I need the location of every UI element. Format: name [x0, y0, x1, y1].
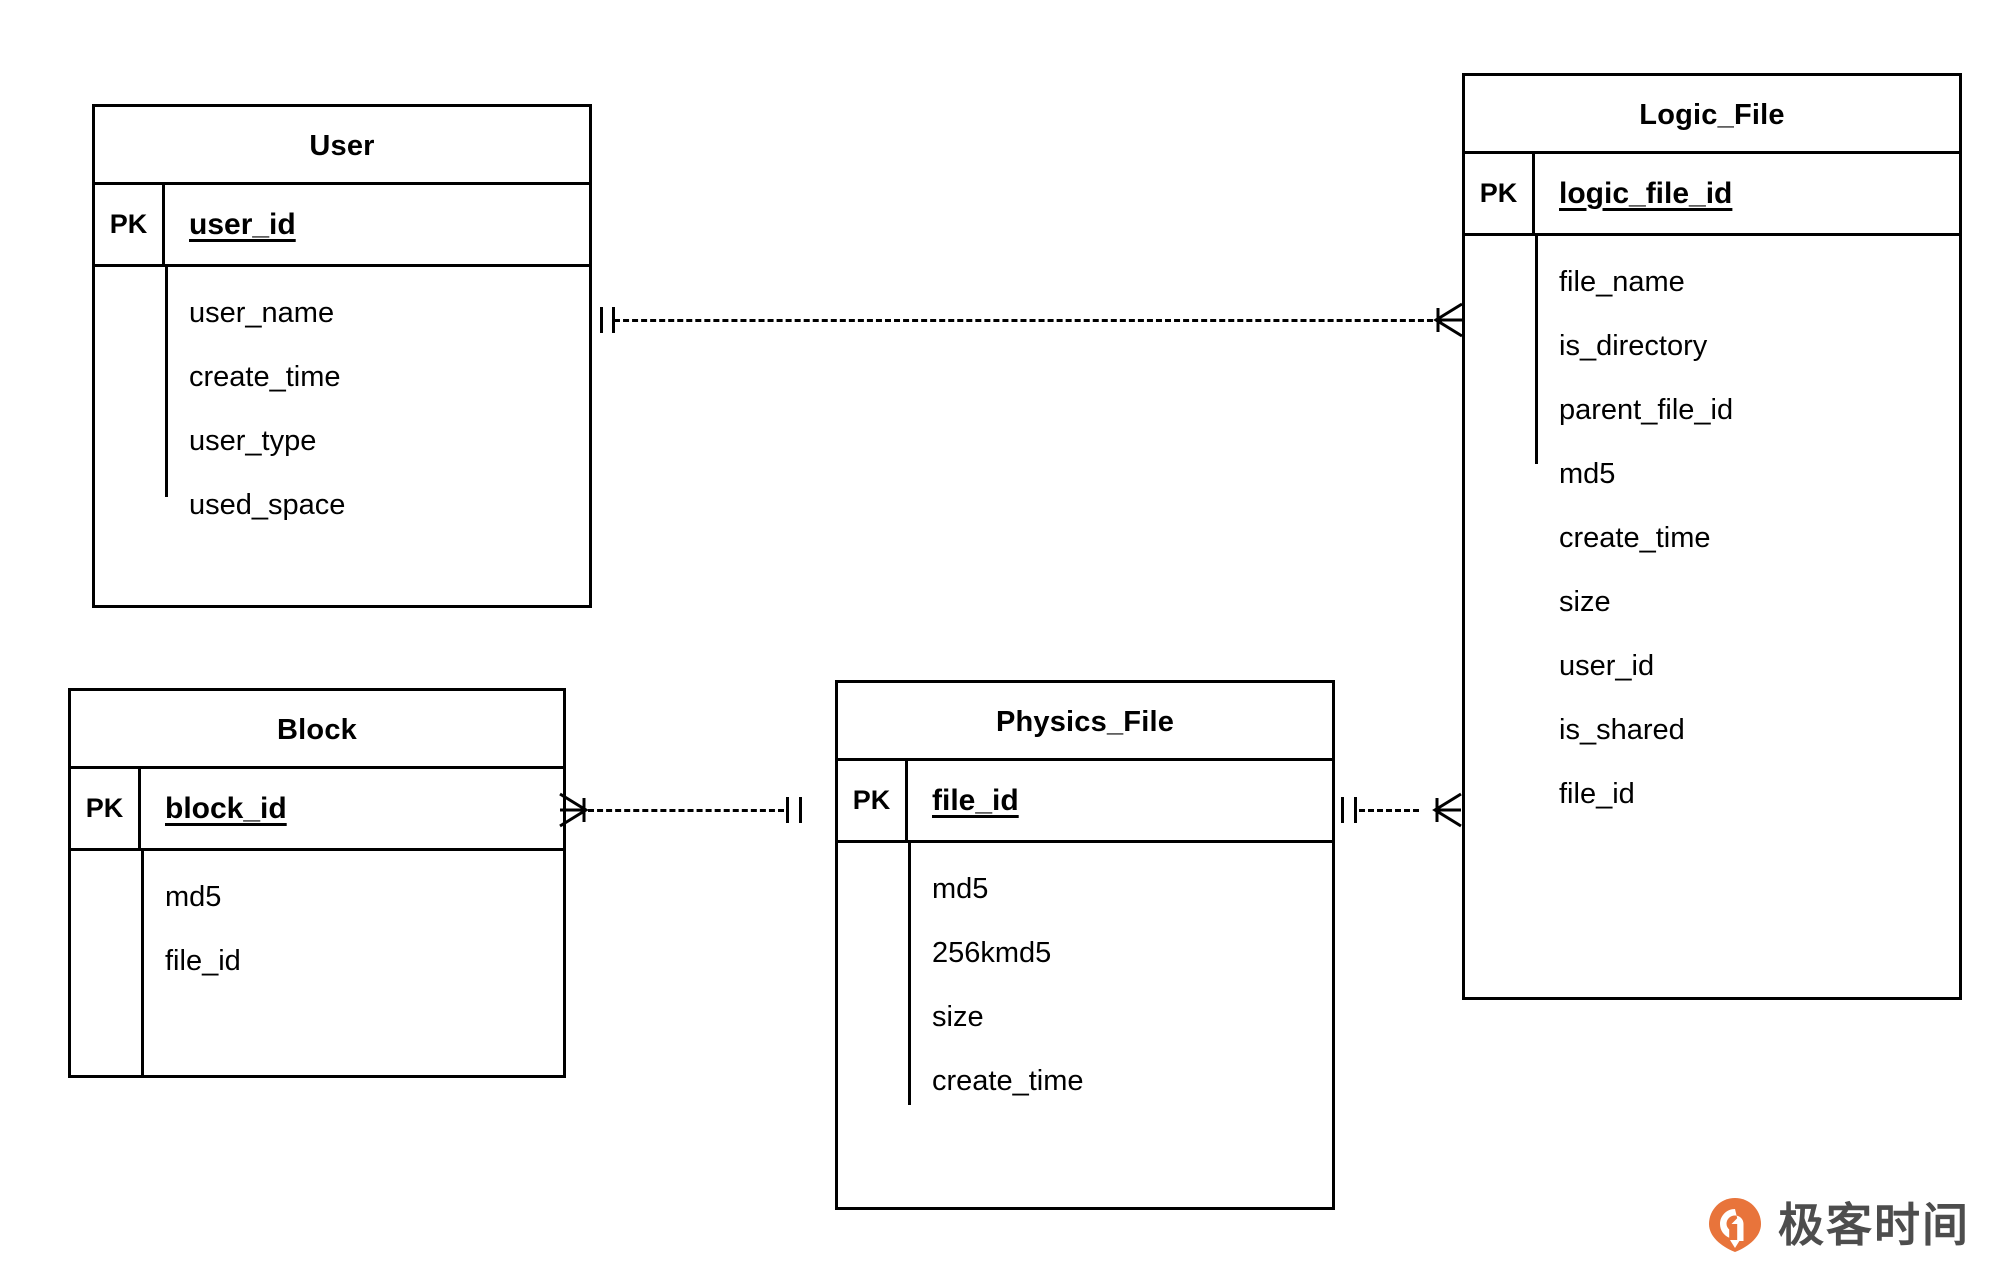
- attribute-row: file_id: [165, 944, 241, 977]
- entity-block-pk-field: block_id: [165, 791, 287, 825]
- attribute-row: create_time: [1559, 521, 1711, 554]
- connector-line: [614, 319, 1442, 322]
- entity-logic-file-attributes: file_name is_directory parent_file_id md…: [1465, 236, 1959, 997]
- attribute-row: md5: [165, 880, 222, 913]
- connector-line: [588, 809, 784, 812]
- entity-logic-file-pk-row: PK logic_file_id: [1465, 154, 1959, 236]
- entity-physics-file-title: Physics_File: [838, 683, 1332, 761]
- entity-logic-file-pk-label: PK: [1465, 154, 1535, 233]
- watermark-logo: 极客时间: [1706, 1196, 1970, 1254]
- attribute-row: parent_file_id: [1559, 393, 1734, 426]
- entity-block-attributes: md5 file_id: [71, 851, 563, 1075]
- attribute-row: is_shared: [1559, 713, 1685, 746]
- entity-block-pk-label: PK: [71, 769, 141, 848]
- attribute-row: user_name: [189, 296, 335, 329]
- entity-user-pk-label: PK: [95, 185, 165, 264]
- entity-logic-file-attr-divider: [1535, 236, 1538, 464]
- entity-logic-file-title: Logic_File: [1465, 76, 1959, 154]
- attribute-row: used_space: [189, 488, 346, 521]
- cardinality-one-or-many-crowsfoot: [1433, 302, 1463, 338]
- entity-user-pk-field: user_id: [189, 207, 296, 241]
- attribute-row: 256kmd5: [932, 936, 1052, 969]
- entity-user-attr-divider: [165, 267, 168, 497]
- entity-physics-file[interactable]: Physics_File PK file_id md5 256kmd5 size…: [835, 680, 1335, 1210]
- attribute-row: size: [1559, 585, 1611, 618]
- entity-user-attributes: user_name create_time user_type used_spa…: [95, 267, 589, 605]
- entity-physics-file-attr-divider: [908, 843, 911, 1105]
- attribute-row: md5: [932, 872, 989, 905]
- entity-physics-file-attributes: md5 256kmd5 size create_time: [838, 843, 1332, 1207]
- entity-logic-file-pk-field: logic_file_id: [1559, 176, 1733, 210]
- attribute-row: user_id: [1559, 649, 1655, 682]
- entity-user-title: User: [95, 107, 589, 185]
- cardinality-one-or-many-crowsfoot: [559, 792, 589, 828]
- entity-block-pk-row: PK block_id: [71, 769, 563, 851]
- entity-block[interactable]: Block PK block_id md5 file_id: [68, 688, 566, 1078]
- attribute-row: create_time: [189, 360, 341, 393]
- entity-physics-file-pk-row: PK file_id: [838, 761, 1332, 843]
- attribute-row: user_type: [189, 424, 317, 457]
- entity-logic-file[interactable]: Logic_File PK logic_file_id file_name is…: [1462, 73, 1962, 1000]
- watermark-text: 极客时间: [1778, 1199, 1970, 1251]
- attribute-row: create_time: [932, 1064, 1084, 1097]
- entity-block-attr-divider: [141, 851, 144, 1075]
- attribute-row: size: [932, 1000, 984, 1033]
- relationship-user-logic-file[interactable]: [592, 296, 1463, 344]
- cardinality-one-or-many-crowsfoot: [1432, 792, 1462, 828]
- relationship-block-physics-file[interactable]: [558, 786, 838, 834]
- connector-line: [1359, 809, 1419, 812]
- entity-block-title: Block: [71, 691, 563, 769]
- attribute-row: is_directory: [1559, 329, 1708, 362]
- cardinality-exactly-one-tick: [612, 307, 615, 333]
- attribute-row: md5: [1559, 457, 1616, 490]
- entity-physics-file-pk-field: file_id: [932, 783, 1019, 817]
- cardinality-exactly-one-tick: [600, 307, 603, 333]
- cardinality-exactly-one-tick: [1354, 797, 1357, 823]
- entity-user-pk-row: PK user_id: [95, 185, 589, 267]
- geekbang-logo-icon: [1706, 1196, 1764, 1254]
- attribute-row: file_name: [1559, 265, 1685, 298]
- entity-physics-file-pk-label: PK: [838, 761, 908, 840]
- cardinality-exactly-one-tick: [799, 797, 802, 823]
- relationship-physics-file-logic-file[interactable]: [1335, 786, 1465, 834]
- attribute-row: file_id: [1559, 777, 1635, 810]
- cardinality-exactly-one-tick: [786, 797, 789, 823]
- cardinality-exactly-one-tick: [1341, 797, 1344, 823]
- entity-user[interactable]: User PK user_id user_name create_time us…: [92, 104, 592, 608]
